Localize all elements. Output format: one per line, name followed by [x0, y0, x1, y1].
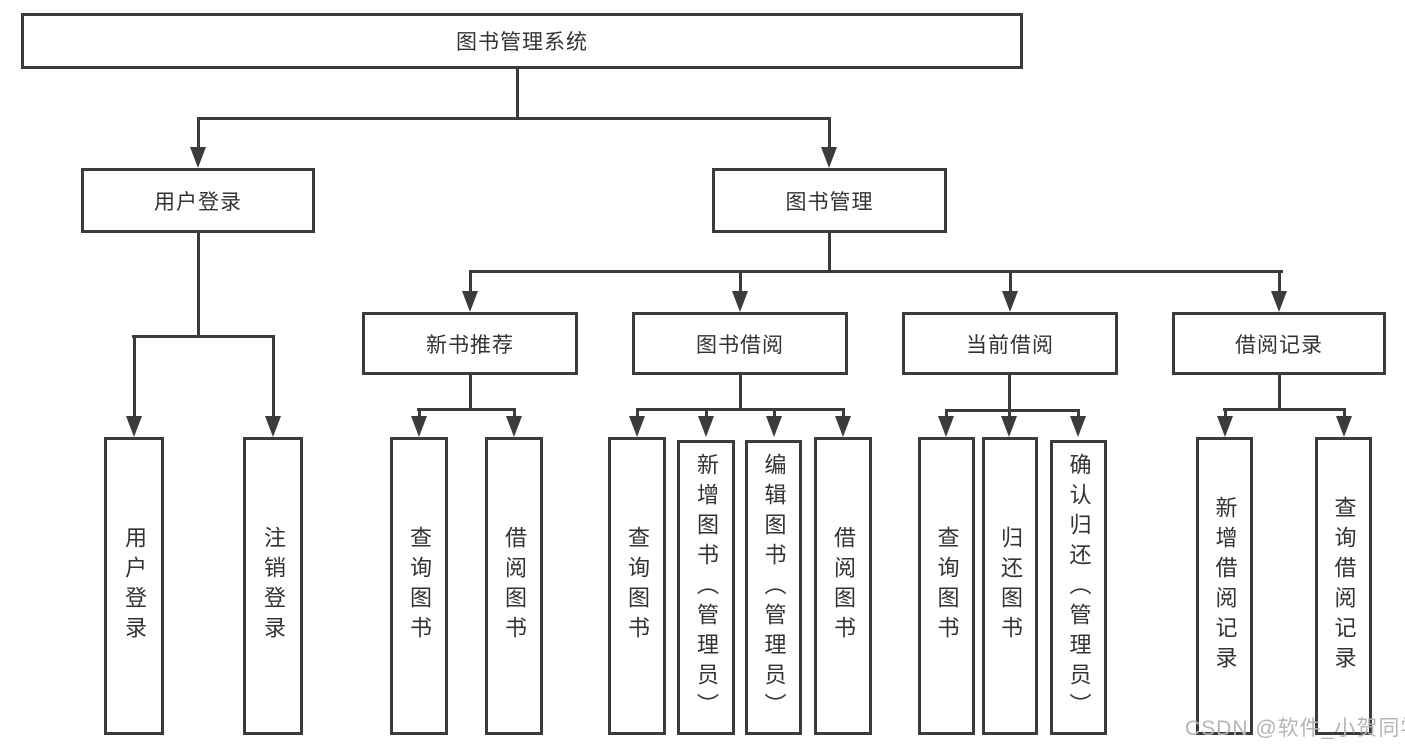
node-borrowing-records: 借阅记录	[1172, 312, 1386, 375]
connector-line	[1223, 408, 1346, 411]
node-label: 新增借阅记录	[1212, 496, 1238, 676]
connector-line	[132, 335, 275, 338]
connector-line	[469, 270, 472, 295]
leaf-logout-login: 注销登录	[243, 437, 303, 735]
leaf-confirm-return-admin: 确认归还（管理员）	[1050, 440, 1107, 735]
connector-line	[705, 408, 708, 420]
arrow-down-icon	[462, 291, 478, 312]
arrow-down-icon	[1002, 291, 1018, 312]
leaf-query-borrow-record: 查询借阅记录	[1315, 437, 1372, 735]
connector-line	[197, 117, 831, 120]
arrow-down-icon	[1070, 416, 1086, 437]
connector-line	[828, 233, 831, 272]
node-label: 查询借阅记录	[1331, 496, 1357, 676]
connector-line	[469, 375, 472, 410]
node-label: 用户登录	[122, 526, 147, 646]
connector-line	[1008, 409, 1011, 420]
arrow-down-icon	[766, 416, 782, 437]
connector-line	[1077, 409, 1080, 420]
node-user-login: 用户登录	[81, 168, 315, 233]
arrow-down-icon	[1271, 291, 1287, 312]
arrow-down-icon	[732, 291, 748, 312]
leaf-borrow-books-1: 借阅图书	[485, 437, 543, 735]
arrow-down-icon	[1336, 416, 1352, 437]
arrow-down-icon	[506, 416, 522, 437]
connector-line	[197, 233, 200, 337]
node-label: 新增图书（管理员）	[694, 452, 719, 723]
leaf-query-books-3: 查询图书	[918, 437, 975, 735]
connector-line	[418, 408, 421, 420]
arrow-down-icon	[126, 416, 142, 437]
leaf-return-books: 归还图书	[982, 437, 1038, 735]
node-label: 图书借阅	[696, 333, 784, 357]
leaf-add-borrow-record: 新增借阅记录	[1196, 437, 1253, 735]
connector-line	[197, 117, 200, 151]
connector-line	[513, 408, 516, 420]
connector-line	[945, 409, 948, 420]
arrow-down-icon	[835, 416, 851, 437]
arrow-down-icon	[265, 416, 281, 437]
leaf-edit-books-admin: 编辑图书（管理员）	[745, 440, 802, 735]
node-book-borrowing: 图书借阅	[632, 312, 848, 375]
arrow-down-icon	[190, 147, 206, 168]
arrow-down-icon	[938, 416, 954, 437]
connector-line	[133, 335, 136, 420]
watermark: CSDN @软件_小贺同学	[1185, 717, 1405, 740]
node-label: 图书管理系统	[456, 31, 588, 54]
leaf-query-books-2: 查询图书	[608, 437, 666, 735]
node-current-borrowing: 当前借阅	[902, 312, 1118, 375]
connector-line	[842, 408, 845, 420]
node-label: 查询图书	[407, 526, 432, 646]
leaf-add-books-admin: 新增图书（管理员）	[677, 440, 735, 735]
node-label: 确认归还（管理员）	[1066, 452, 1092, 723]
node-book-management: 图书管理	[712, 168, 947, 233]
connector-line	[739, 270, 742, 295]
connector-line	[739, 375, 742, 410]
node-label: 注销登录	[261, 526, 286, 646]
node-book-management-system: 图书管理系统	[21, 13, 1023, 69]
connector-line	[636, 408, 639, 420]
leaf-query-books-1: 查询图书	[390, 437, 448, 735]
node-new-book-recommend: 新书推荐	[362, 312, 578, 375]
arrow-down-icon	[821, 147, 837, 168]
arrow-down-icon	[698, 416, 714, 437]
node-label: 借阅记录	[1235, 333, 1323, 357]
connector-line	[636, 408, 845, 411]
connector-line	[469, 270, 1283, 273]
node-label: 借阅图书	[831, 526, 856, 646]
leaf-borrow-books-2: 借阅图书	[814, 437, 872, 735]
connector-line	[1278, 270, 1281, 295]
node-label: 编辑图书（管理员）	[761, 452, 787, 723]
connector-line	[1343, 408, 1346, 420]
node-label: 归还图书	[998, 526, 1023, 646]
leaf-user-login: 用户登录	[104, 437, 164, 735]
connector-line	[1008, 375, 1011, 411]
connector-line	[1224, 408, 1227, 420]
connector-line	[272, 335, 275, 420]
connector-line	[516, 68, 519, 119]
connector-line	[1278, 375, 1281, 410]
connector-line	[417, 408, 516, 411]
node-label: 图书管理	[785, 190, 874, 214]
connector-line	[773, 408, 776, 420]
node-label: 借阅图书	[502, 526, 527, 646]
connector-line	[828, 117, 831, 151]
node-label: 查询图书	[934, 526, 960, 646]
node-label: 查询图书	[625, 526, 650, 646]
arrow-down-icon	[1001, 416, 1017, 437]
node-label: 当前借阅	[966, 333, 1054, 357]
connector-line	[1009, 270, 1012, 295]
arrow-down-icon	[411, 416, 427, 437]
arrow-down-icon	[1217, 416, 1233, 437]
node-label: 用户登录	[154, 190, 242, 214]
arrow-down-icon	[629, 416, 645, 437]
node-label: 新书推荐	[426, 333, 514, 357]
connector-line	[945, 409, 1080, 412]
